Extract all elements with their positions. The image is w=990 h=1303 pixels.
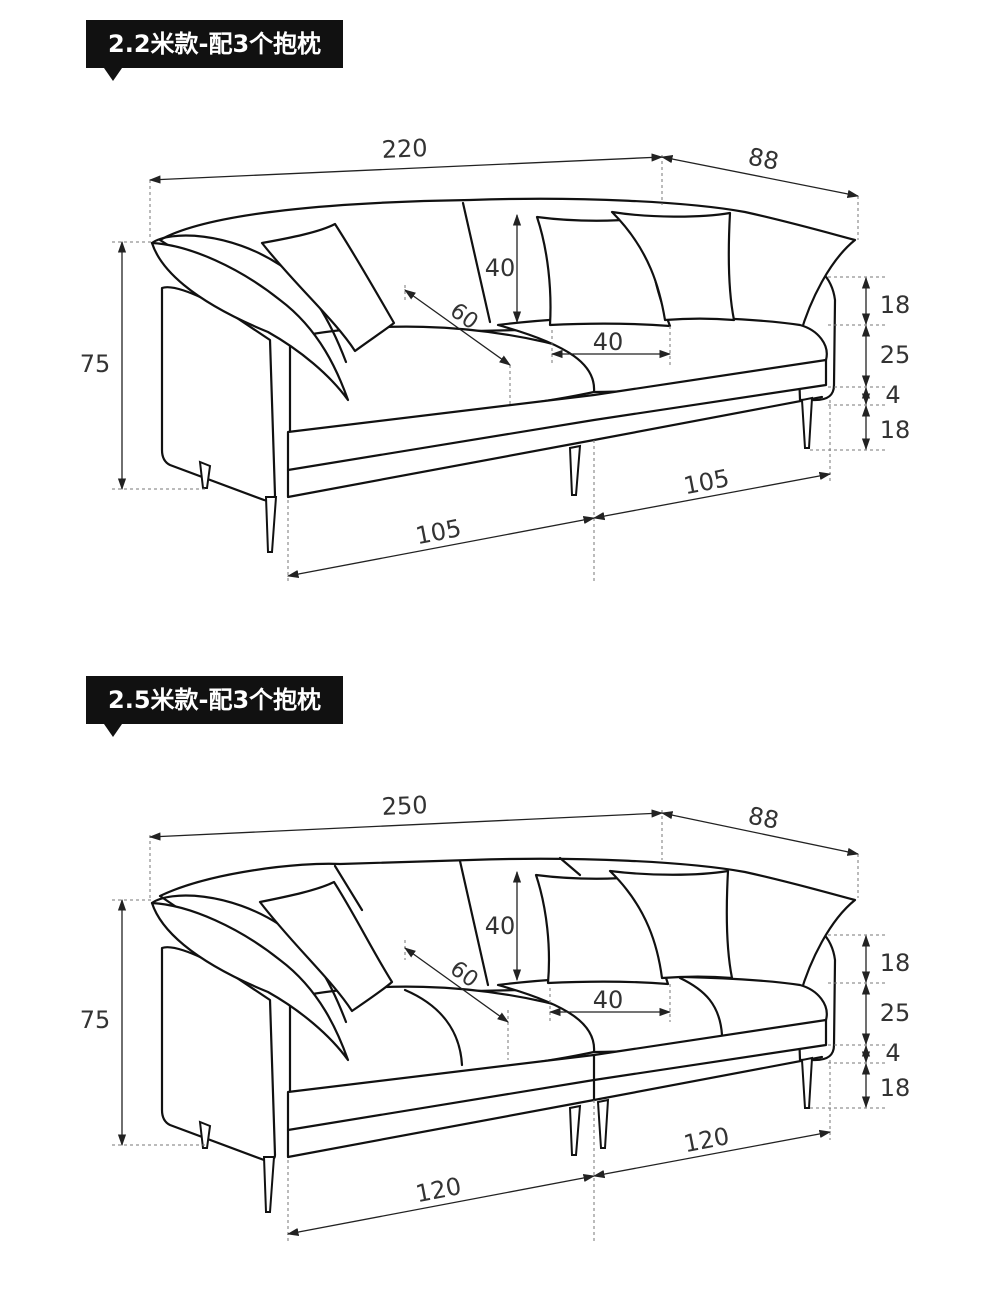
sofa-diagram-2-5m: 250 88 75 40 60 40 18 25 4 18 120 120 [80,791,911,1244]
leg-front-mid-2 [596,1098,610,1149]
right-seat-seam [678,976,724,1037]
dim-length: 220 [381,134,428,164]
dim-line-seat-depth [404,947,509,1023]
left-armrest-top [150,901,350,1062]
dim-line-module-right [592,471,832,521]
dim-line-module-right [592,1129,832,1179]
dim-height: 75 [80,1006,111,1034]
dim-depth: 88 [746,801,781,834]
dim-line-length [148,809,664,841]
base-lower-edge [286,395,824,499]
dim-line-length [148,153,664,184]
dim-seat-height: 25 [880,341,911,369]
leg-back-left [198,1120,212,1149]
dim-base-thickness: 4 [885,1039,900,1067]
dim-height: 75 [80,350,111,378]
size-label-text: 2.5米款-配3个抱枕 [108,686,322,714]
dim-seat-height: 25 [880,999,911,1027]
dim-pillow-width: 40 [593,986,624,1014]
dim-module-right: 120 [681,1122,731,1158]
pillow-left [260,222,396,353]
dim-length: 250 [381,791,428,821]
dim-leg-height: 18 [880,416,911,444]
dim-base-thickness: 4 [885,381,900,409]
leg-front-left [264,496,278,553]
pillow-right [608,869,734,980]
dim-pillow-width: 40 [593,328,624,356]
back-seam-3 [558,856,582,877]
dim-back-height: 40 [485,912,516,940]
dim-line-module-left [286,515,596,579]
back-seam-1 [333,864,364,912]
leg-back-right [800,396,814,449]
dim-armrest-height: 18 [880,291,911,319]
leg-back-right [800,1056,814,1109]
dim-line-seat-depth [404,289,511,366]
sofa-diagram-2-2m: 220 88 75 40 60 40 18 25 4 18 105 105 [80,134,911,584]
leg-front-mid [568,444,582,496]
dim-back-height: 40 [485,254,516,282]
leg-back-left [198,460,212,489]
base-lower-edge [286,1055,824,1159]
dim-line-module-left [286,1173,596,1237]
dim-line-depth [660,811,860,856]
leg-front-left [262,1156,276,1213]
dim-line-depth [660,155,860,198]
dim-depth: 88 [746,142,781,175]
size-label-text: 2.2米款-配3个抱枕 [108,30,322,58]
dim-leg-height: 18 [880,1074,911,1102]
left-armrest-top [150,241,350,402]
pillow-right [610,210,736,322]
size-label-2-2m: 2.2米款-配3个抱枕 [86,20,344,81]
leg-front-mid [568,1104,582,1156]
size-label-2-5m: 2.5米款-配3个抱枕 [86,676,344,737]
pillow-left [258,880,394,1013]
label-pointer [104,724,122,737]
dim-armrest-height: 18 [880,949,911,977]
label-pointer [104,68,122,81]
dim-module-left: 105 [413,514,463,550]
dim-module-right: 105 [681,464,731,500]
dim-module-left: 120 [413,1172,463,1208]
